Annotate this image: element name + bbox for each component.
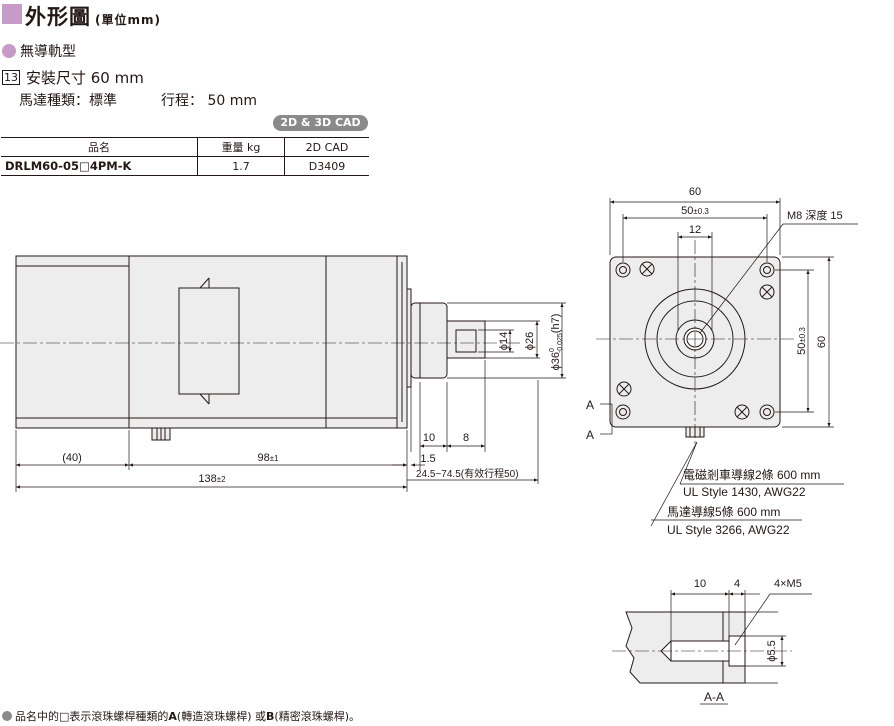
cell-weight: 1.7	[197, 156, 285, 176]
cell-cad[interactable]: D3409	[284, 156, 369, 176]
dim-138: 138±2	[198, 473, 226, 485]
dim-phi14: ϕ14	[498, 332, 510, 350]
bullet-icon	[2, 711, 12, 721]
section-a-a	[625, 611, 778, 684]
col-cad: 2D CAD	[284, 137, 369, 157]
table-header-row: 品名 重量 kg 2D CAD	[1, 137, 369, 157]
aa-dim-10: 10	[694, 578, 706, 590]
front-dimensions	[600, 198, 858, 527]
motor-lead-spec: 馬達導線5條 600 mm	[667, 504, 780, 519]
col-model: 品名	[1, 137, 198, 157]
section-label-a-top: A	[586, 398, 594, 412]
m5-hole	[734, 404, 750, 420]
dim-1-5: 1.5	[420, 453, 435, 465]
bullet-icon	[2, 44, 16, 58]
motor-spec: 馬達種類：標準行程： 50 mm	[19, 93, 257, 109]
dim-phi26: ϕ26	[524, 332, 536, 350]
dim-60-side: 60	[816, 336, 828, 348]
brake-lead-spec: 電磁剎車導線2條 600 mm	[683, 467, 820, 482]
stroke-spec: 行程： 50 mm	[161, 93, 257, 109]
cad-badge[interactable]: 2D & 3D CAD	[273, 115, 368, 131]
dim-98: 98±1	[257, 452, 279, 464]
col-weight: 重量 kg	[197, 137, 285, 157]
mount-hole	[759, 404, 775, 420]
section-title: A-A	[704, 690, 724, 704]
side-view	[15, 255, 486, 441]
mount-hole	[759, 262, 775, 278]
cell-model: DRLM60-05□4PM-K	[1, 156, 198, 176]
aa-m5: 4×M5	[774, 578, 802, 590]
unit-label: (單位mm)	[95, 13, 161, 27]
m5-hole	[616, 381, 632, 397]
page-title: 外形圖(單位mm)	[25, 5, 161, 29]
dim-60-top: 60	[689, 186, 701, 198]
dim-40: (40)	[62, 452, 82, 464]
table-row: DRLM60-05□4PM-K 1.7 D3409	[1, 156, 369, 176]
section-dimensions	[670, 590, 812, 705]
motor-lead-ul: UL Style 3266, AWG22	[667, 523, 790, 537]
dim-stroke-range: 24.5~74.5(有效行程50)	[416, 467, 519, 480]
dim-phi36: ϕ360-0.025(h7)	[549, 314, 564, 371]
dim-50-side: 50±0.3	[796, 327, 808, 355]
dim-50-top: 50±0.3	[681, 205, 709, 217]
front-centerlines	[596, 240, 795, 445]
m5-hole	[759, 284, 775, 300]
aa-dim-4: 4	[734, 578, 740, 590]
m5-hole	[639, 261, 655, 277]
section-label-a-bottom: A	[586, 428, 594, 442]
mount-hole	[615, 404, 631, 420]
size-number-badge: 13	[2, 70, 20, 85]
brake-lead-ul: UL Style 1430, AWG22	[683, 485, 806, 499]
product-type: 無導軌型	[2, 41, 76, 61]
dim-10: 10	[423, 432, 435, 444]
side-dimensions	[15, 302, 566, 492]
spec-table: 品名 重量 kg 2D CAD DRLM60-05□4PM-K 1.7 D340…	[1, 137, 369, 176]
dim-m8: M8 深度 15	[787, 208, 843, 222]
aa-phi55: ϕ5.5	[766, 640, 778, 661]
header-marker	[2, 4, 22, 24]
dim-12: 12	[689, 224, 701, 236]
mount-hole	[615, 262, 631, 278]
dim-8: 8	[463, 432, 469, 444]
